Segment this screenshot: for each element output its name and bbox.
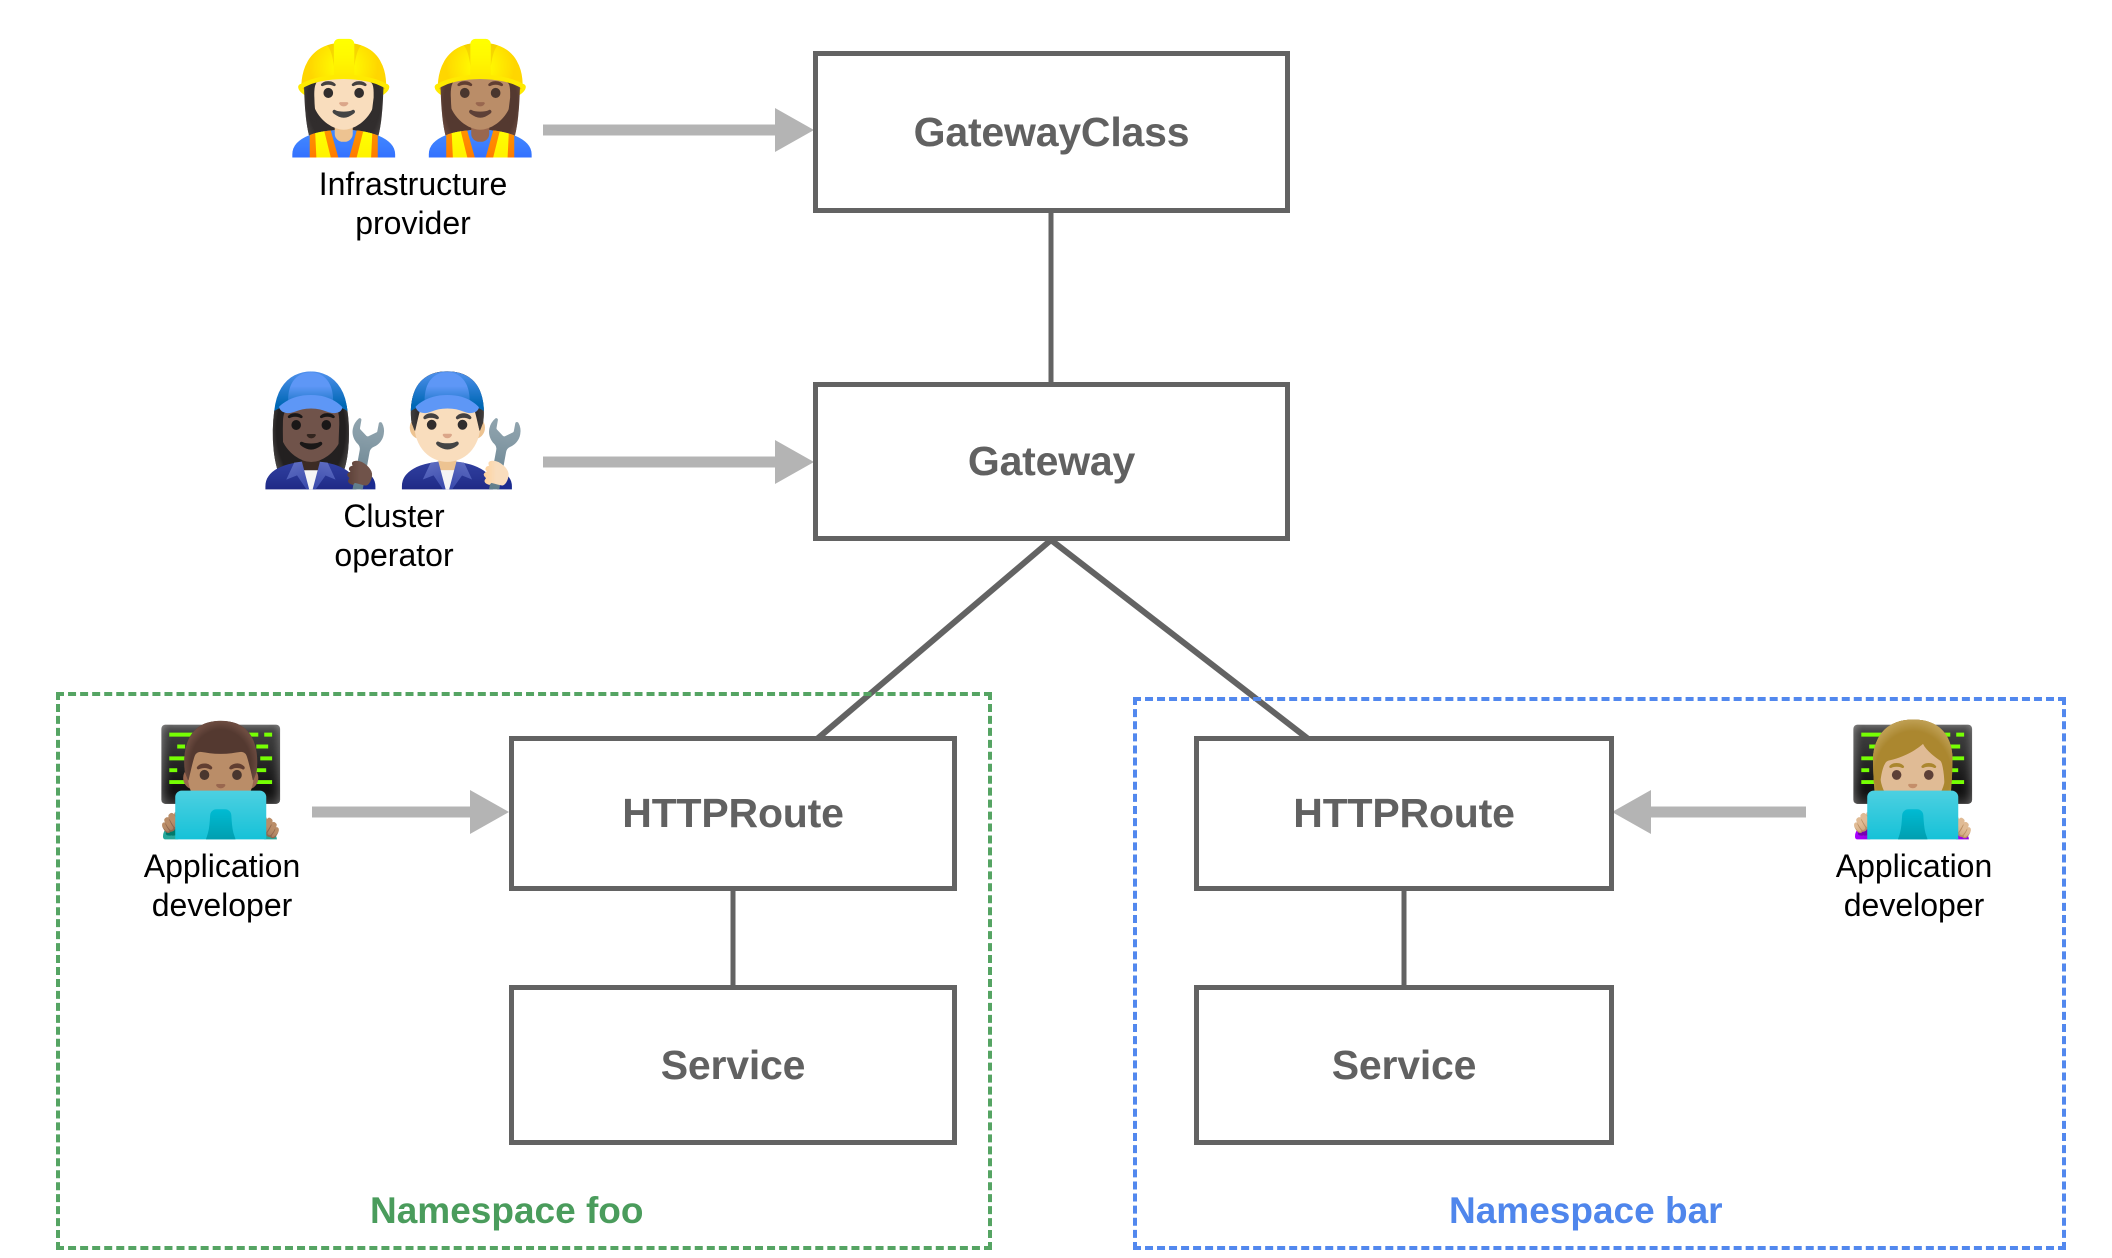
node-httproute-bar[interactable]: HTTPRoute <box>1194 736 1614 891</box>
persona-cluster-operator-label: Cluster operator <box>334 498 454 574</box>
node-gatewayclass-label: GatewayClass <box>913 108 1190 155</box>
node-httproute-foo-label: HTTPRoute <box>622 790 844 836</box>
namespace-foo-container <box>56 692 992 1250</box>
node-gateway-label: Gateway <box>967 438 1136 484</box>
node-service-bar[interactable]: Service <box>1194 985 1614 1145</box>
node-httproute-bar-label: HTTPRoute <box>1293 790 1515 836</box>
arrow-cluster-operator <box>543 440 814 484</box>
node-httproute-foo[interactable]: HTTPRoute <box>509 736 957 891</box>
node-gateway[interactable]: Gateway <box>813 382 1290 541</box>
namespace-bar-container <box>1133 697 2066 1250</box>
mechanic-icon: 👩🏿‍🔧👨🏻‍🔧 <box>257 368 531 493</box>
persona-application-developer-foo: 👨🏽‍💻 Application developer <box>77 727 367 925</box>
arrow-infrastructure-provider <box>543 108 814 152</box>
construction-worker-icon: 👷🏻‍♀️👷🏽‍♀️ <box>276 36 550 161</box>
persona-cluster-operator: 👩🏿‍🔧👨🏻‍🔧 Cluster operator <box>249 377 539 575</box>
node-gatewayclass[interactable]: GatewayClass <box>813 51 1290 213</box>
namespace-foo-label: Namespace foo <box>370 1190 644 1231</box>
persona-application-developer-bar: 👩🏼‍💻 Application developer <box>1769 727 2059 925</box>
namespace-bar-label: Namespace bar <box>1449 1190 1723 1231</box>
node-service-bar-label: Service <box>1331 1041 1477 1088</box>
persona-infrastructure-provider: 👷🏻‍♀️👷🏽‍♀️ Infrastructure provider <box>268 45 558 243</box>
persona-application-developer-bar-label: Application developer <box>1835 848 1993 924</box>
persona-infrastructure-provider-label: Infrastructure provider <box>318 166 508 242</box>
node-service-foo-label: Service <box>660 1041 806 1088</box>
node-service-foo[interactable]: Service <box>509 985 957 1145</box>
technologist-icon: 👨🏽‍💻 <box>153 718 291 843</box>
persona-application-developer-foo-label: Application developer <box>143 848 301 924</box>
technologist-icon: 👩🏼‍💻 <box>1845 718 1983 843</box>
